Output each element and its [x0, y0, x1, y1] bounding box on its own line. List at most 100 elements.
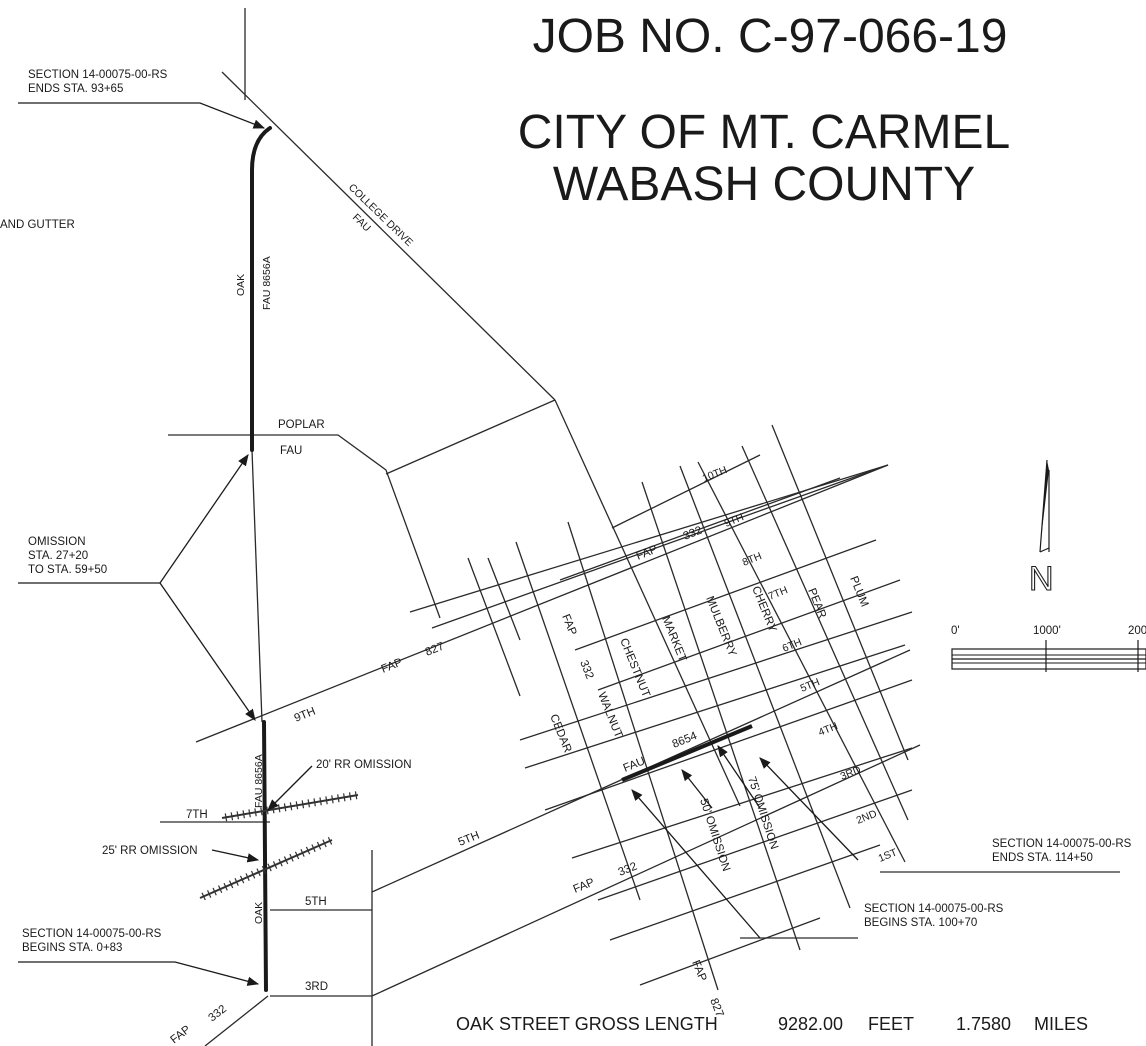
railroad-tie [242, 810, 245, 819]
begins-right-line1: SECTION 14-00075-00-RS [864, 903, 1004, 915]
railroad-tie [354, 791, 358, 800]
railroad-tie [217, 885, 223, 894]
railroad-tie [313, 798, 316, 807]
walnut-label: WALNUT [595, 691, 624, 740]
rr20-label: 20' RR OMISSION [316, 759, 412, 771]
begins-bottom-line1: SECTION 14-00075-00-RS [22, 928, 162, 940]
scale-end-label: 200 [1128, 625, 1146, 637]
fourth-label: 4TH [817, 720, 840, 739]
railroad-tie [260, 807, 263, 816]
oak-bold-north [250, 126, 272, 452]
ends-top-arrow [18, 102, 266, 129]
grid-cherry [697, 461, 906, 863]
length-feet-value: 9282.00 [778, 1014, 843, 1034]
railroad-tie [289, 802, 293, 811]
college-fau-label: FAU [350, 212, 373, 235]
railroad-tie [294, 851, 300, 860]
ends-right-arrow [759, 757, 859, 861]
fap-332-sw-road [204, 995, 269, 1046]
railroad-tie [300, 849, 305, 857]
grid-third-diag [544, 679, 913, 811]
fau-8654-bold [621, 724, 753, 782]
poplar-road [168, 434, 441, 619]
railroad-tie [236, 811, 240, 820]
first-label: 1ST [877, 846, 900, 865]
railroad-tie [343, 793, 346, 802]
railroad-tie [283, 803, 287, 812]
city-title: CITY OF MT. CARMEL [518, 106, 1011, 159]
fap-vertical-num-label: 332 [577, 659, 595, 681]
oak-top-label: OAK [235, 274, 247, 296]
railroad-tie [224, 813, 228, 822]
rr25-arrow [211, 849, 260, 863]
fap-332-bottom-num-label: 332 [206, 1003, 229, 1024]
railroad-tie [322, 839, 327, 848]
railroad-tie [206, 890, 212, 898]
scale-bar: 0' 1000' 200 [951, 625, 1146, 672]
poplar-label: POPLAR [278, 419, 325, 431]
railroad-tie [250, 870, 256, 879]
railroad-tie [212, 887, 217, 896]
length-label: OAK STREET GROSS LENGTH [456, 1014, 718, 1034]
grid-south-a [609, 844, 881, 941]
begins-right-arrow [631, 789, 761, 939]
seventh-label: 7TH [767, 584, 790, 603]
oak-street-improvement [250, 126, 753, 992]
railroad-tie [331, 795, 334, 804]
ninth-west-road [195, 464, 889, 743]
oak-bold-south [262, 720, 268, 992]
scale-zero-label: 0' [951, 625, 960, 637]
oak-bottom-label: OAK [253, 902, 265, 924]
fap-vertical-route-label: FAP [559, 613, 578, 638]
grid-tenth [611, 454, 761, 529]
begins-bottom-arrow [18, 961, 260, 986]
begins-bottom-line2: BEGINS STA. 0+83 [22, 942, 122, 954]
ends-right-line2: ENDS STA. 114+50 [992, 852, 1093, 864]
railroad-tie [337, 794, 340, 803]
college-drive-road [221, 71, 556, 401]
railroad-tie [305, 846, 311, 855]
omission-arrow-down [159, 582, 256, 721]
oak-thin-road [251, 449, 263, 723]
length-feet-unit: FEET [868, 1014, 914, 1034]
street-labels: COLLEGE DRIVE FAU OAK FAU 8656A POPLAR F… [168, 182, 899, 1046]
railroad-tie [254, 808, 257, 817]
grid-south-b [639, 917, 821, 986]
railroad-tie [295, 801, 299, 810]
grid-cedar-a [467, 557, 521, 697]
railroad-tie [234, 878, 239, 886]
railroad-tie [228, 880, 234, 889]
fap-827-route-label: FAP [380, 656, 405, 675]
railroad-tie [283, 856, 289, 865]
omission-arrow-up [159, 454, 249, 584]
railroad-tie [311, 844, 316, 853]
third-label: 3RD [839, 764, 863, 783]
length-miles-value: 1.7580 [956, 1014, 1011, 1034]
railroad-tie [272, 861, 278, 869]
scale-mid-label: 1000' [1033, 625, 1061, 637]
railroad-tie [266, 806, 269, 815]
grid-ninth [559, 477, 841, 581]
fap-827-bottom-route-label: FAP [689, 959, 708, 984]
railroad-tie [307, 799, 311, 808]
grid-pear [741, 445, 909, 821]
rr25-label: 25' RR OMISSION [102, 845, 198, 857]
fifth-west-label: 5TH [305, 896, 327, 908]
oak-mid-route-label: FAU 8656A [253, 754, 265, 808]
railroad-tie [261, 865, 267, 874]
north-letter: N [1029, 560, 1054, 598]
poplar-fau-label: FAU [280, 445, 302, 457]
college-drive-south-road [554, 399, 741, 807]
railroad-tie [301, 800, 305, 809]
poplar-connector-road [385, 399, 556, 475]
grid-west-stub [487, 557, 521, 641]
ends-top-line2: ENDS STA. 93+65 [28, 83, 123, 95]
grid-mulberry [679, 465, 851, 909]
cedar-label: CEDAR [547, 713, 573, 755]
begins-right-line2: BEGINS STA. 100+70 [864, 917, 977, 929]
railroad-tie [223, 882, 228, 891]
fap-332-mid-route-label: FAP [572, 876, 597, 895]
omission-line1: OMISSION [28, 536, 86, 548]
pear-label: PEAR [805, 587, 828, 621]
title-block: JOB NO. C-97-066-19 CITY OF MT. CARMEL W… [518, 10, 1011, 211]
